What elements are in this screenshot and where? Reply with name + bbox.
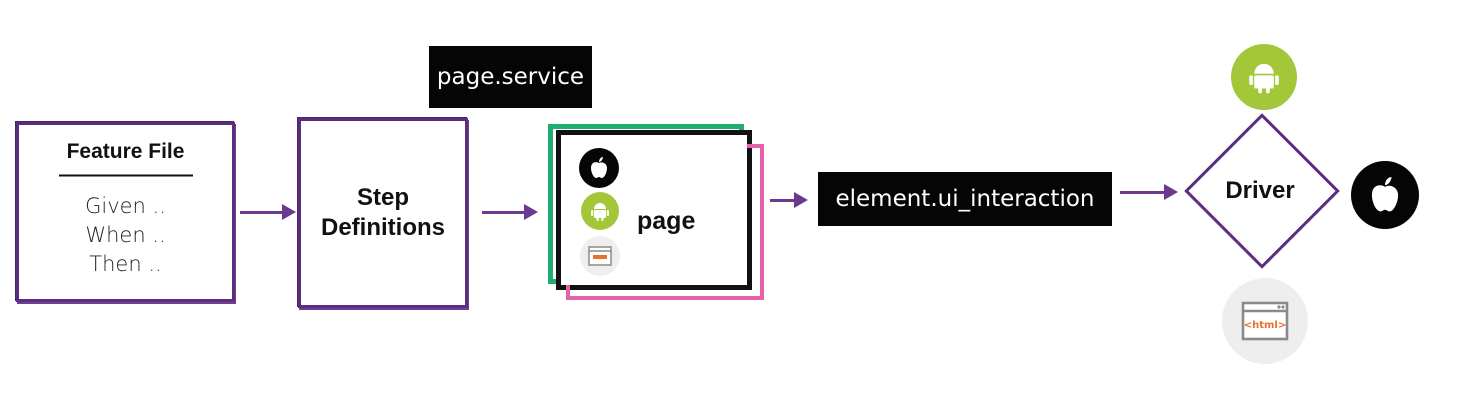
when-line: When ..	[85, 222, 166, 247]
feature-file-title: Feature File	[66, 139, 185, 163]
step-definitions-box: Step Definitions	[298, 118, 468, 308]
arrow-steps-to-page	[482, 204, 538, 220]
android-icon	[1231, 44, 1297, 110]
feature-file-rule: ———————	[59, 163, 193, 186]
step-definitions-line2: Definitions	[321, 214, 445, 241]
ui-interaction-label: element.ui_interaction	[818, 172, 1112, 226]
page-label: page	[637, 207, 696, 235]
arrow-page-to-ui	[770, 192, 808, 208]
given-line: Given ..	[85, 193, 166, 218]
page-frame-black	[556, 130, 752, 290]
feature-file-box: Feature File ——————— Given .. When .. Th…	[16, 122, 235, 302]
page-service-label: page.service	[429, 46, 592, 108]
then-line: Then ..	[89, 251, 162, 276]
arrow-feature-to-steps	[240, 204, 296, 220]
svg-text:<html>: <html>	[1244, 320, 1287, 331]
step-definitions-line1: Step	[356, 184, 409, 211]
driver-label: Driver	[1225, 177, 1295, 204]
arrow-ui-to-driver	[1120, 184, 1178, 200]
html-icon: <html>	[1222, 278, 1308, 364]
android-icon	[581, 192, 619, 230]
apple-icon	[1351, 161, 1419, 229]
apple-icon	[579, 148, 619, 188]
html-icon	[580, 236, 620, 276]
